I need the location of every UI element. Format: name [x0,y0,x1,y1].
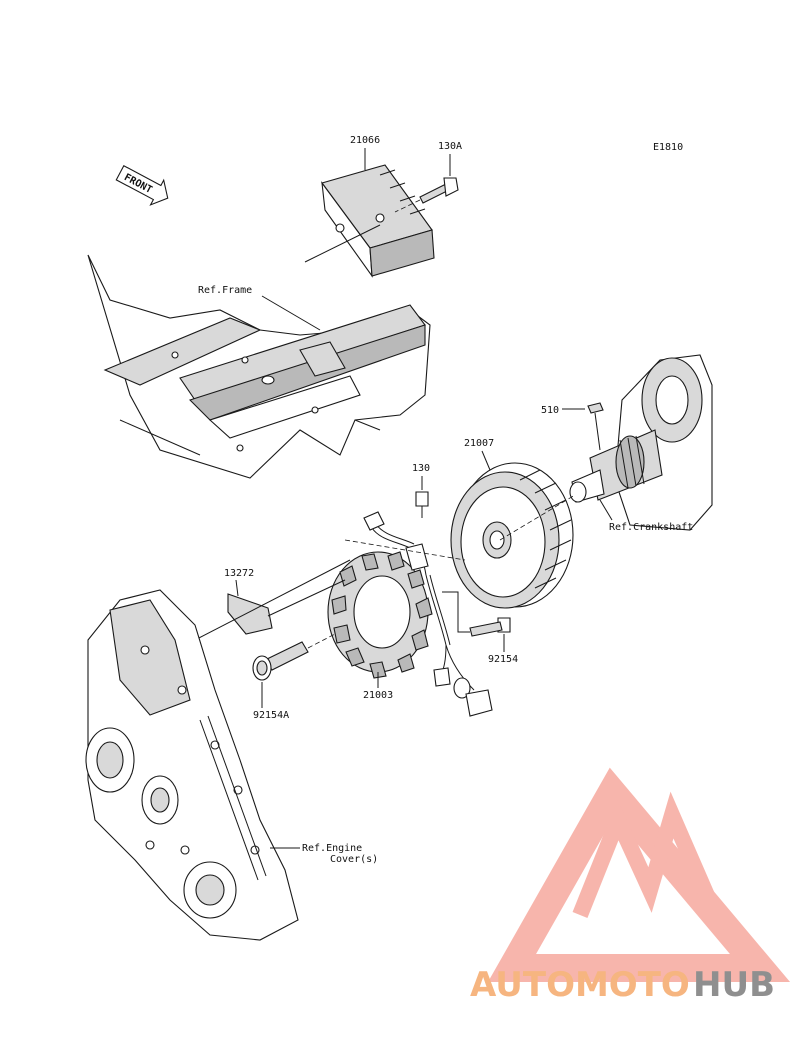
front-arrow-icon: FRONT [115,164,169,206]
rotor-axis [499,494,576,541]
part-21007-label: 21007 [464,438,494,449]
stator-axis [344,539,466,561]
wiring-harness [363,511,493,717]
flywheel-rotor [450,462,574,609]
crankshaft-reference [569,354,713,531]
part-92154a-label: 92154A [253,710,289,721]
stator-coil [327,551,433,679]
frame-leader [261,295,321,331]
ref-engine-label-line1: Ref.Engine [302,843,362,854]
crankshaft-leader [599,499,613,521]
part-13272-label: 13272 [224,568,254,579]
bolt-92154a [252,641,309,681]
bolt-130a-axis [394,199,421,213]
part-21066-label: 21066 [350,135,380,146]
woodruff-key [587,402,604,414]
ref-crankshaft-label: Ref.Crankshaft [609,522,693,533]
ref-frame-label: Ref.Frame [198,285,252,296]
part-92154-label: 92154 [488,654,518,665]
bolt-130a [419,177,459,204]
part-21003-label: 21003 [363,690,393,701]
watermark-brand-part2: HUB [693,965,775,1005]
automotohub-watermark: AUTOMOTO HUB [470,767,791,1005]
part-130a-label: 130A [438,141,462,152]
engine-cover-reference [85,589,299,941]
bolt-92154 [469,617,511,637]
ref-engine-label-line2: Cover(s) [330,854,378,865]
frame-outline [87,254,431,479]
part-130-label: 130 [412,463,430,474]
assembly-guide-line-1 [194,559,351,641]
bolt-92154a-axis [307,633,336,649]
regulator-rectifier [321,164,435,278]
diagram-code: E1810 [653,142,683,153]
assembly-guide-line-2 [267,579,346,617]
part-510-label: 510 [541,405,559,416]
part-13272-leader [235,579,239,597]
wire-bracket [227,593,273,635]
bolt-92154-axis [442,591,470,633]
regulator-mount-line [304,224,381,263]
watermark-brand-part1: AUTOMOTO [470,965,690,1005]
bolt-130 [415,491,429,518]
part-21007-leader [481,450,491,471]
key-to-shaft-line [594,412,601,451]
